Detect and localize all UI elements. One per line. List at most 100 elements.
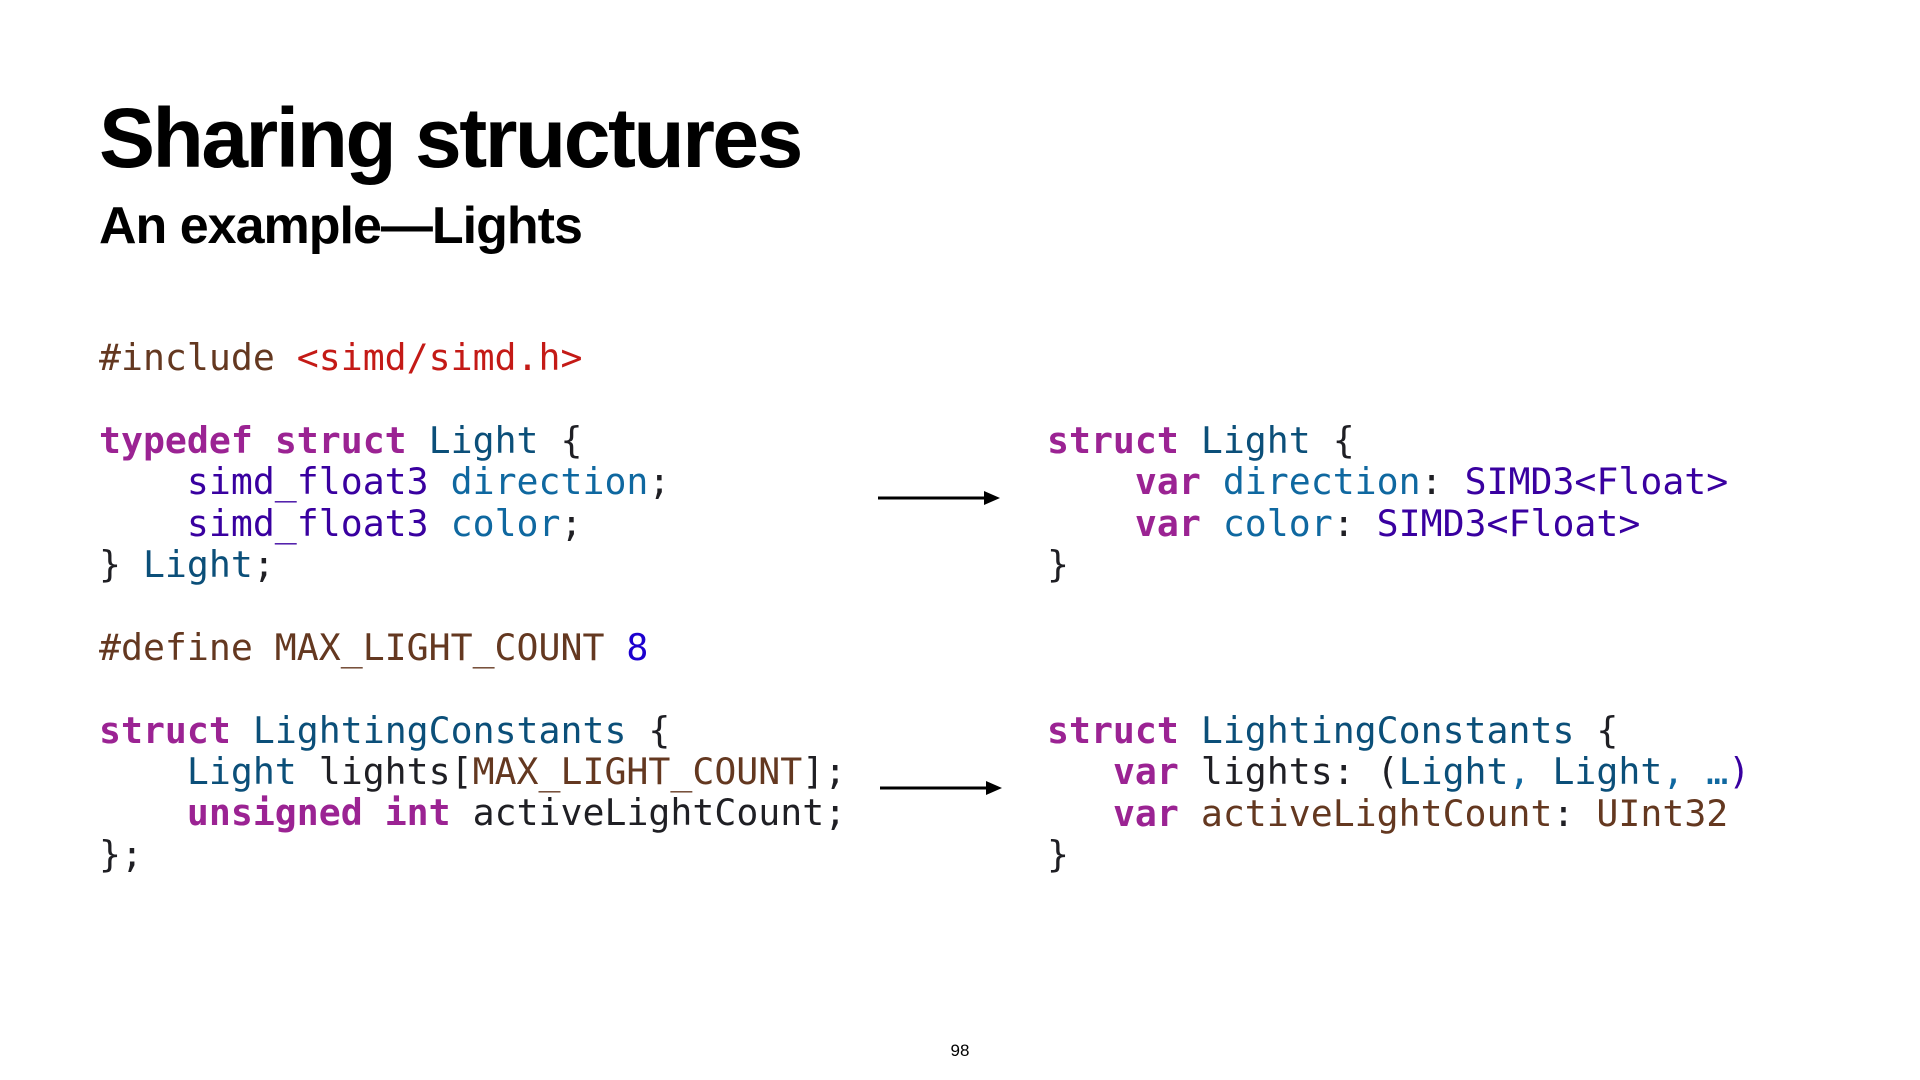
code-token <box>429 502 451 545</box>
code-token: : <box>1332 501 1377 545</box>
code-token: ; <box>560 501 583 545</box>
code-token <box>99 502 187 545</box>
code-line: } <box>1047 834 1750 875</box>
code-token: } <box>99 542 143 586</box>
code-line: unsigned int activeLightCount; <box>99 792 846 833</box>
code-token: Light <box>1398 750 1509 794</box>
code-token <box>429 460 451 503</box>
code-line <box>99 668 846 709</box>
code-line: }; <box>99 832 846 876</box>
code-line <box>99 585 846 626</box>
code-line: struct Light { <box>1047 420 1728 461</box>
code-token <box>1047 502 1135 545</box>
code-token: Light <box>1200 419 1311 462</box>
code-line: var activeLightCount: UInt32 <box>1047 793 1750 834</box>
code-token: var <box>1134 501 1201 545</box>
code-token <box>1047 792 1113 835</box>
code-token: ) <box>1728 750 1751 794</box>
code-token <box>1179 419 1201 462</box>
code-token: activeLightCount; <box>450 791 847 835</box>
code-token: , … <box>1662 750 1729 794</box>
code-token: LightingConstants <box>252 708 627 752</box>
code-token: int <box>384 791 451 835</box>
code-token <box>1047 750 1113 793</box>
code-token: struct <box>99 708 231 752</box>
code-token: struct <box>1047 709 1179 752</box>
code-line <box>99 378 846 419</box>
code-token: LightingConstants <box>1200 709 1575 752</box>
code-token: struct <box>274 418 407 462</box>
code-token <box>99 791 187 834</box>
code-token <box>253 419 275 462</box>
code-token <box>1179 792 1201 835</box>
swift-lighting-constants-code-block: struct LightingConstants { var lights: (… <box>1047 710 1750 876</box>
code-token <box>1047 460 1135 503</box>
code-line: } Light; <box>99 544 846 585</box>
slide-title: Sharing structures <box>99 91 803 185</box>
code-token <box>363 791 385 834</box>
code-token: SIMD3<Float> <box>1376 501 1641 545</box>
arrow-light-icon <box>878 491 1000 505</box>
code-token: struct <box>1047 419 1179 462</box>
code-token: Light <box>428 418 539 462</box>
code-token: , <box>1508 750 1553 794</box>
code-line: var direction: SIMD3<Float> <box>1047 461 1728 502</box>
code-line: #include <simd/simd.h> <box>99 337 846 378</box>
code-token: activeLightCount <box>1200 791 1553 835</box>
code-token: ; <box>252 542 275 586</box>
code-token: typedef <box>99 418 253 462</box>
code-token: direction <box>450 460 649 504</box>
code-token: simd_float3 <box>186 501 429 545</box>
code-token: color <box>1222 501 1333 545</box>
code-token: unsigned <box>186 791 363 835</box>
code-token <box>1179 709 1201 752</box>
code-token <box>1201 502 1223 545</box>
code-line: Light lights[MAX_LIGHT_COUNT]; <box>99 751 846 792</box>
code-token: MAX_LIGHT_COUNT <box>472 749 803 793</box>
code-line: struct LightingConstants { <box>1047 710 1750 751</box>
code-token: : <box>1420 460 1465 504</box>
code-token <box>407 419 429 462</box>
code-token: SIMD3<Float> <box>1464 460 1729 504</box>
code-line: } <box>1047 544 1728 585</box>
code-token: : <box>1552 791 1597 835</box>
code-line: struct LightingConstants { <box>99 708 846 752</box>
code-line: var lights: (Light, Light, …) <box>1047 751 1750 792</box>
code-line: var color: SIMD3<Float> <box>1047 503 1728 544</box>
c-header-code-block: #include <simd/simd.h> typedef struct Lig… <box>99 337 846 875</box>
code-token: var <box>1134 460 1201 504</box>
code-token: color <box>450 501 561 545</box>
slide-subtitle: An example—Lights <box>99 197 583 255</box>
code-token <box>1201 460 1223 503</box>
code-line: simd_float3 color; <box>99 501 846 545</box>
code-line: simd_float3 direction; <box>99 461 846 502</box>
page-number: 98 <box>950 1041 970 1060</box>
code-token: { <box>1310 419 1355 462</box>
code-line: #define MAX_LIGHT_COUNT 8 <box>99 627 846 668</box>
code-token: lights[ <box>296 749 473 793</box>
code-token: simd_float3 <box>186 460 429 504</box>
code-token: lights: ( <box>1178 750 1399 794</box>
code-token: ]; <box>802 749 847 793</box>
arrow-constants-icon <box>880 781 1002 795</box>
code-token <box>99 460 187 503</box>
code-token: }; <box>99 832 143 876</box>
code-token: } <box>1047 543 1069 587</box>
code-token: { <box>538 418 583 462</box>
code-token: #define MAX_LIGHT_COUNT <box>99 625 627 669</box>
code-token: direction <box>1222 460 1421 504</box>
code-token: Light <box>1552 750 1663 794</box>
code-token <box>231 709 253 752</box>
code-token: var <box>1112 791 1179 835</box>
code-token: UInt32 <box>1596 791 1729 835</box>
code-token <box>99 750 187 793</box>
swift-light-code-block: struct Light { var direction: SIMD3<Floa… <box>1047 420 1728 586</box>
code-token: { <box>626 708 671 752</box>
code-token: 8 <box>626 625 649 669</box>
code-token: <simd/simd.h> <box>296 336 583 379</box>
code-line: typedef struct Light { <box>99 420 846 461</box>
code-token: Light <box>142 542 253 586</box>
code-token: { <box>1574 709 1619 752</box>
code-token: } <box>1047 833 1069 877</box>
code-token: ; <box>648 460 671 504</box>
